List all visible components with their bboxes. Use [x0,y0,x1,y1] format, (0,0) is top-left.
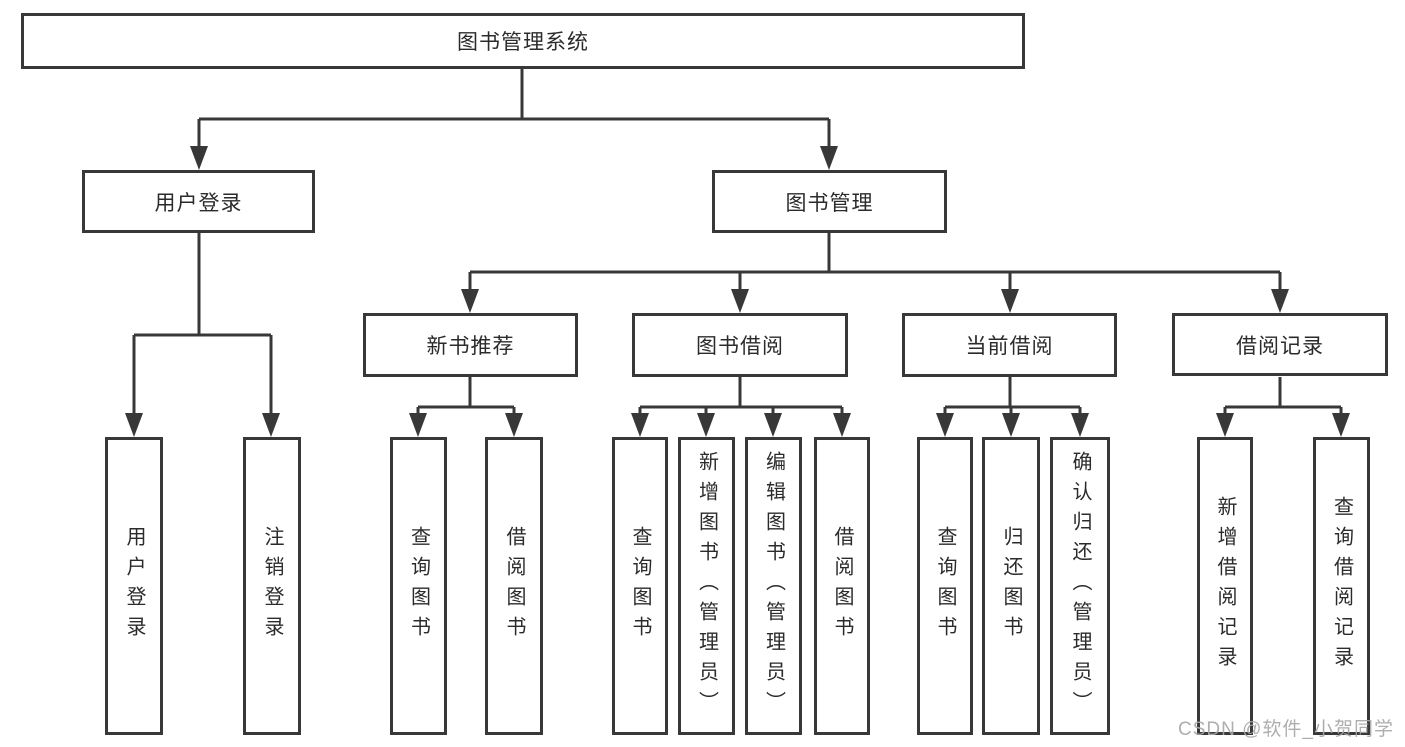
leaf-query-books-recommend: 查询图书 [390,437,447,735]
node-book-borrow: 图书借阅 [632,313,848,377]
node-borrow-records: 借阅记录 [1172,313,1388,376]
arrow-down-icon [190,146,208,170]
leaf-label: 借阅图书 [831,526,853,646]
leaf-label: 确认归还（管理员） [1069,451,1091,721]
leaf-edit-books-admin: 编辑图书（管理员） [745,437,802,735]
arrow-down-icon [820,146,838,170]
arrow-down-icon [936,413,954,437]
connector-user-login [132,233,273,416]
leaf-query-books-current: 查询图书 [917,437,973,735]
leaf-add-books-admin: 新增图书（管理员） [678,437,735,735]
node-current-borrow: 当前借阅 [902,313,1117,377]
node-root-system: 图书管理系统 [21,13,1025,69]
leaf-query-borrow-record: 查询借阅记录 [1313,437,1370,735]
node-label: 图书管理系统 [457,31,589,54]
node-label: 图书借阅 [696,335,784,358]
node-label: 图书管理 [785,191,874,215]
node-book-management: 图书管理 [712,170,947,233]
leaf-borrow-books: 借阅图书 [814,437,870,735]
leaf-label: 归还图书 [1000,526,1022,646]
node-new-book-recommend: 新书推荐 [363,313,578,377]
arrow-down-icon [1216,413,1234,437]
leaf-confirm-return-admin: 确认归还（管理员） [1050,437,1110,735]
connector-root [197,69,831,150]
node-label: 新书推荐 [426,335,515,358]
arrow-down-icon [505,413,523,437]
arrow-down-icon [461,289,479,313]
node-user-login: 用户登录 [82,170,315,233]
arrow-down-icon [764,413,782,437]
leaf-label: 新增图书（管理员） [695,451,718,721]
connector-book-mgmt [468,233,1282,292]
leaf-label: 新增借阅记录 [1214,496,1236,676]
watermark: CSDN @软件_小贺同学 [1178,719,1394,740]
arrow-down-icon [125,413,143,437]
leaf-logout: 注销登录 [243,437,301,735]
leaf-label: 注销登录 [261,526,283,646]
leaf-user-login: 用户登录 [105,437,163,735]
arrow-down-icon [1071,413,1089,437]
leaf-label: 查询借阅记录 [1330,496,1353,676]
leaf-label: 用户登录 [123,526,145,646]
arrow-down-icon [631,413,649,437]
leaf-label: 查询图书 [934,526,956,646]
arrow-down-icon [409,413,427,437]
leaf-return-books: 归还图书 [982,437,1040,735]
leaf-borrow-books-recommend: 借阅图书 [485,437,543,735]
arrow-down-icon [1002,413,1020,437]
leaf-query-books-borrow: 查询图书 [612,437,668,735]
leaf-label: 编辑图书（管理员） [762,451,785,721]
arrow-down-icon [1332,413,1350,437]
connector-borrow-records [1223,377,1343,416]
node-label: 借阅记录 [1236,334,1324,358]
arrow-down-icon [833,413,851,437]
leaf-label: 查询图书 [629,526,651,646]
connector-new-books [416,377,516,416]
arrow-down-icon [1271,289,1289,313]
leaf-label: 查询图书 [407,526,430,646]
arrow-down-icon [731,289,749,313]
node-label: 当前借阅 [965,335,1054,358]
arrow-down-icon [697,413,715,437]
connector-current-borrow [943,377,1082,416]
arrow-down-icon [262,413,280,437]
leaf-add-borrow-record: 新增借阅记录 [1197,437,1253,735]
leaf-label: 借阅图书 [503,526,525,646]
arrow-down-icon [1001,289,1019,313]
connector-book-borrow [638,377,844,416]
node-label: 用户登录 [154,191,243,215]
